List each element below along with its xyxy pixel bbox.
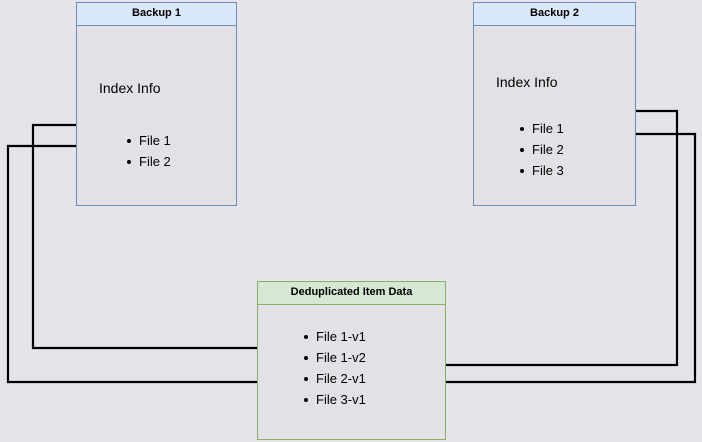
list-item: File 3 xyxy=(518,160,564,181)
list-item: File 2 xyxy=(125,151,171,172)
node-deduplicated-item-data-body: File 1-v1 File 1-v2 File 2-v1 File 3-v1 xyxy=(257,305,446,440)
node-backup-1-title: Backup 1 xyxy=(76,2,237,26)
node-backup-1-body: Index Info File 1 File 2 xyxy=(76,26,237,206)
list-item: File 1-v1 xyxy=(302,326,366,347)
node-backup-1[interactable]: Backup 1 Index Info File 1 File 2 xyxy=(76,2,237,206)
list-item: File 1-v2 xyxy=(302,347,366,368)
list-item: File 1 xyxy=(125,130,171,151)
edge-b2f2-to-f2v1 xyxy=(398,132,697,386)
node-backup-2-body: Index Info File 1 File 2 File 3 xyxy=(473,26,636,206)
node-backup-2-file-list: File 1 File 2 File 3 xyxy=(518,118,564,181)
list-item: File 1 xyxy=(518,118,564,139)
node-backup-1-subtitle: Index Info xyxy=(99,80,161,96)
node-backup-2-title: Backup 2 xyxy=(473,2,636,26)
node-backup-1-file-list: File 1 File 2 xyxy=(125,130,171,172)
node-deduplicated-item-data-title: Deduplicated Item Data xyxy=(257,281,446,305)
list-item: File 3-v1 xyxy=(302,389,366,410)
edge-b2f1-to-f1v2 xyxy=(398,109,679,369)
node-deduplicated-item-data[interactable]: Deduplicated Item Data File 1-v1 File 1-… xyxy=(257,281,446,440)
node-backup-2-subtitle: Index Info xyxy=(496,74,558,90)
node-deduplicated-item-data-file-list: File 1-v1 File 1-v2 File 2-v1 File 3-v1 xyxy=(302,326,366,410)
list-item: File 2-v1 xyxy=(302,368,366,389)
list-item: File 2 xyxy=(518,139,564,160)
node-backup-2[interactable]: Backup 2 Index Info File 1 File 2 File 3 xyxy=(473,2,636,206)
edge-b1f2-to-f2v1 xyxy=(6,144,297,386)
